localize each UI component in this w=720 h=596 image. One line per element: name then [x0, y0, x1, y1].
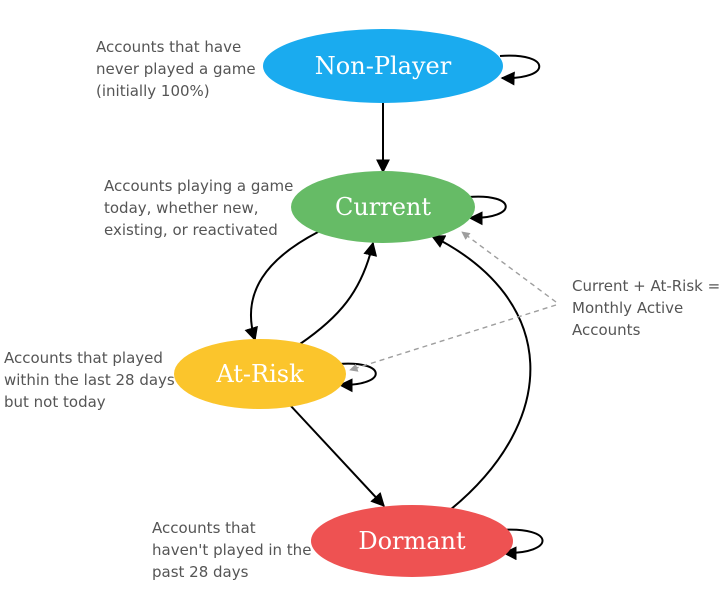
edge-current-to-atrisk — [244, 231, 319, 342]
mau-annotation-arrows — [349, 231, 557, 372]
self-loop-dormant — [499, 528, 544, 561]
node-shape — [291, 171, 475, 243]
dashed-arrow-to-atrisk — [349, 304, 557, 372]
annotation-line: Accounts — [572, 321, 641, 339]
node-non-player: Non-Player — [263, 29, 503, 103]
edge-atrisk-to-current — [299, 241, 378, 345]
edge-dormant-to-current — [430, 235, 532, 511]
node-label: Dormant — [358, 527, 466, 555]
description-line: Accounts that have — [96, 38, 242, 56]
self-loop-nonplayer — [499, 54, 541, 86]
description-line: haven't played in the — [152, 541, 312, 559]
annotation-line: Current + At-Risk = — [572, 277, 720, 295]
node-label: Non-Player — [315, 52, 452, 80]
node-dormant: Dormant — [311, 505, 513, 577]
node-shape — [263, 29, 503, 103]
self-loop-current — [467, 195, 507, 226]
description-line: but not today — [4, 393, 106, 411]
description-line: never played a game — [96, 60, 256, 78]
node-at-risk: At-Risk — [174, 339, 346, 409]
node-label: At-Risk — [215, 360, 304, 388]
annotation-line: Monthly Active — [572, 299, 684, 317]
description-line: existing, or reactivated — [104, 221, 278, 239]
mau-annotation: Current + At-Risk = Monthly Active Accou… — [572, 275, 720, 341]
description-line: past 28 days — [152, 563, 249, 581]
description-line: (initially 100%) — [96, 82, 210, 100]
description-non-player: Accounts that have never played a game (… — [96, 36, 256, 102]
edge-atrisk-to-dormant — [289, 404, 385, 508]
description-line: today, whether new, — [104, 199, 259, 217]
transitions — [244, 54, 544, 561]
description-current: Accounts playing a game today, whether n… — [104, 175, 293, 241]
dashed-arrow-to-current — [461, 231, 557, 303]
description-line: Accounts that played — [4, 349, 163, 367]
description-line: Accounts that — [152, 519, 256, 537]
description-line: within the last 28 days — [4, 371, 175, 389]
node-current: Current — [291, 171, 475, 243]
node-shape — [311, 505, 513, 577]
description-at-risk: Accounts that played within the last 28 … — [4, 347, 175, 413]
node-label: Current — [335, 193, 431, 221]
description-dormant: Accounts that haven't played in the past… — [152, 517, 311, 583]
description-line: Accounts playing a game — [104, 177, 294, 195]
node-shape — [174, 339, 346, 409]
